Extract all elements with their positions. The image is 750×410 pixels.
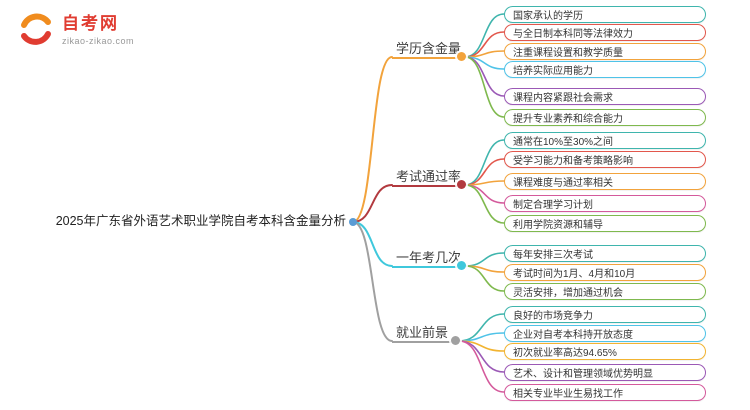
leaf-node[interactable]: 每年安排三次考试 bbox=[504, 244, 706, 262]
leaf-node[interactable]: 灵活安排，增加通过机会 bbox=[504, 282, 706, 300]
leaf-node[interactable]: 考试时间为1月、4月和10月 bbox=[504, 263, 706, 281]
site-domain: zikao-zikao.com bbox=[62, 36, 135, 46]
branch-node-dot[interactable] bbox=[451, 336, 460, 345]
leaf-node[interactable]: 相关专业毕业生易找工作 bbox=[504, 383, 706, 401]
leaf-node[interactable]: 注重课程设置和教学质量 bbox=[504, 42, 706, 60]
branch-label-2[interactable]: 考试通过率 bbox=[392, 169, 466, 187]
leaf-node[interactable]: 通常在10%至30%之间 bbox=[504, 131, 706, 149]
leaf-node[interactable]: 国家承认的学历 bbox=[504, 5, 706, 23]
leaf-node[interactable]: 受学习能力和备考策略影响 bbox=[504, 150, 706, 168]
branch-node-dot[interactable] bbox=[457, 52, 466, 61]
zikao-logo[interactable]: 自考网 zikao-zikao.com bbox=[18, 12, 134, 48]
leaf-node[interactable]: 课程难度与通过率相关 bbox=[504, 172, 706, 190]
branch-label-3[interactable]: 一年考几次 bbox=[392, 250, 466, 268]
leaf-node[interactable]: 利用学院资源和辅导 bbox=[504, 214, 706, 232]
branch-label-4[interactable]: 就业前景 bbox=[392, 325, 453, 343]
root-topic[interactable]: 2025年广东省外语艺术职业学院自考本科含金量分析 bbox=[55, 214, 346, 228]
leaf-node[interactable]: 与全日制本科同等法律效力 bbox=[504, 23, 706, 41]
root-node-dot bbox=[349, 218, 357, 226]
leaf-node[interactable]: 制定合理学习计划 bbox=[504, 194, 706, 212]
leaf-node[interactable]: 提升专业素养和综合能力 bbox=[504, 108, 706, 126]
leaf-node[interactable]: 企业对自考本科持开放态度 bbox=[504, 324, 706, 342]
branch-node-dot[interactable] bbox=[457, 261, 466, 270]
site-name: 自考网 bbox=[62, 14, 119, 33]
leaf-node[interactable]: 良好的市场竞争力 bbox=[504, 305, 706, 323]
zikao-logo-icon bbox=[21, 13, 51, 45]
branch-label-1[interactable]: 学历含金量 bbox=[392, 41, 466, 59]
leaf-node[interactable]: 艺术、设计和管理领域优势明显 bbox=[504, 363, 706, 381]
zikao-logo-text: 自考网 zikao-zikao.com bbox=[62, 14, 134, 46]
leaf-node[interactable]: 初次就业率高达94.65% bbox=[504, 342, 706, 360]
leaf-node[interactable]: 课程内容紧跟社会需求 bbox=[504, 87, 706, 105]
branch-node-dot[interactable] bbox=[457, 180, 466, 189]
leaf-node[interactable]: 培养实际应用能力 bbox=[504, 60, 706, 78]
